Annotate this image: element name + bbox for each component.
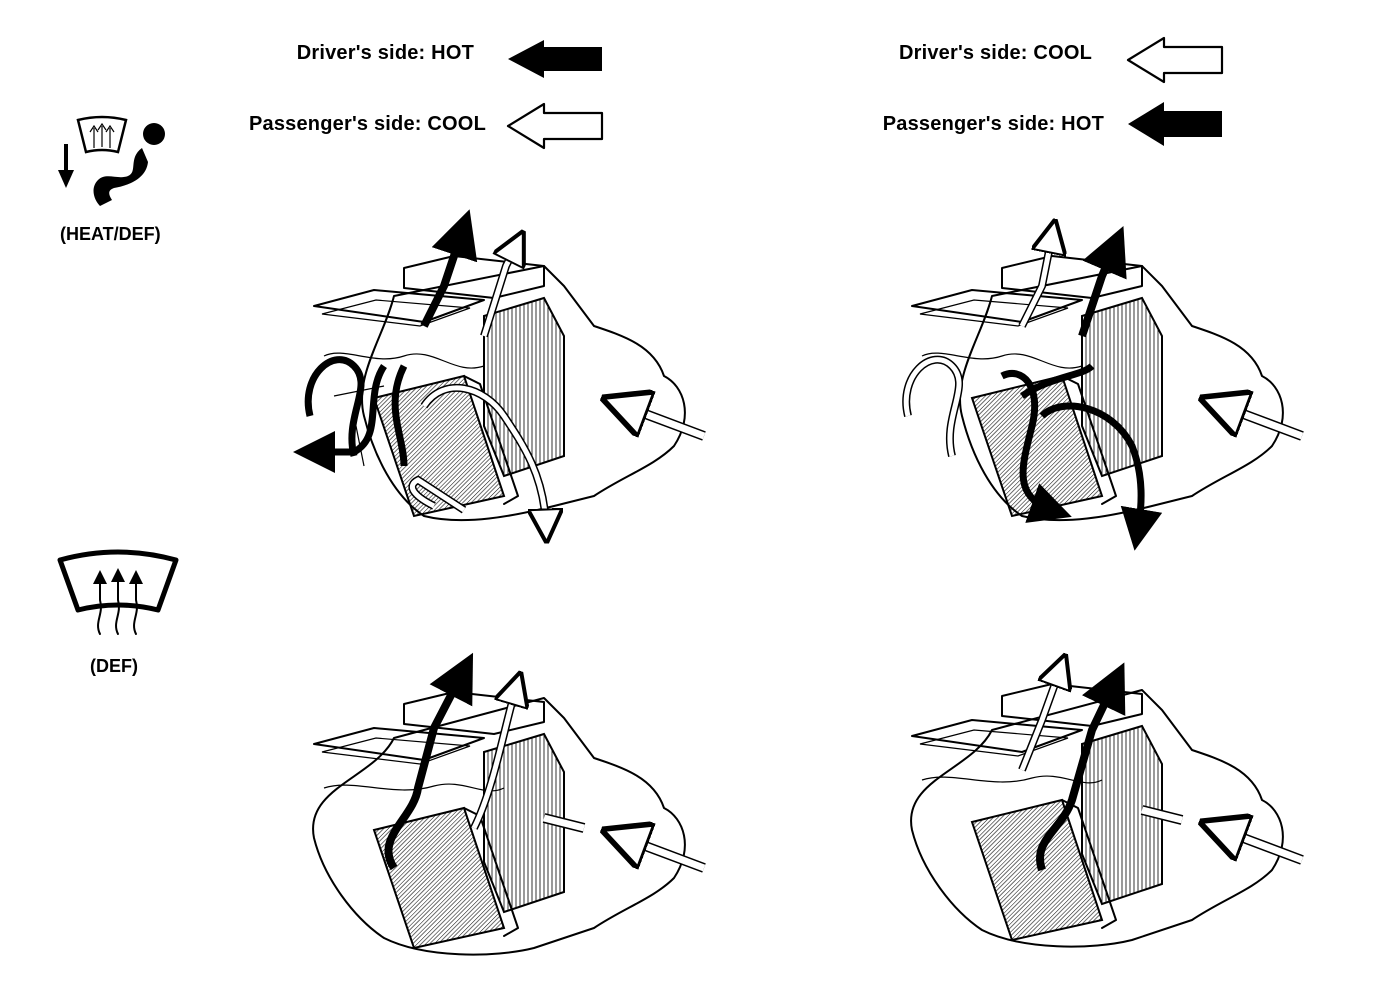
heater-unit-diagram-def-passenger-hot	[910, 660, 1304, 948]
heater-unit-diagram-heat-def-driver-hot	[293, 209, 706, 546]
defrost-icon	[57, 549, 179, 635]
def-mode-label: (DEF)	[90, 656, 138, 676]
heat-def-icon	[58, 115, 165, 206]
legend-driver-cool-label: Driver's side: COOL	[898, 42, 1092, 64]
solid-black-arrow-left-icon	[508, 40, 602, 78]
heater-unit-diagram-def-driver-hot	[312, 652, 706, 956]
hollow-arrow-left-icon	[506, 102, 604, 150]
legend-passenger-hot-label: Passenger's side: HOT	[882, 113, 1104, 135]
legend-driver-hot-label: Driver's side: HOT	[296, 42, 474, 64]
solid-black-arrow-left-icon	[1128, 102, 1222, 146]
legend-passenger-cool-label: Passenger's side: COOL	[248, 113, 486, 135]
heat-def-mode-label: (HEAT/DEF)	[60, 224, 161, 244]
heater-unit-diagram-heat-def-passenger-hot	[902, 226, 1304, 551]
hollow-arrow-left-icon	[1126, 36, 1224, 84]
